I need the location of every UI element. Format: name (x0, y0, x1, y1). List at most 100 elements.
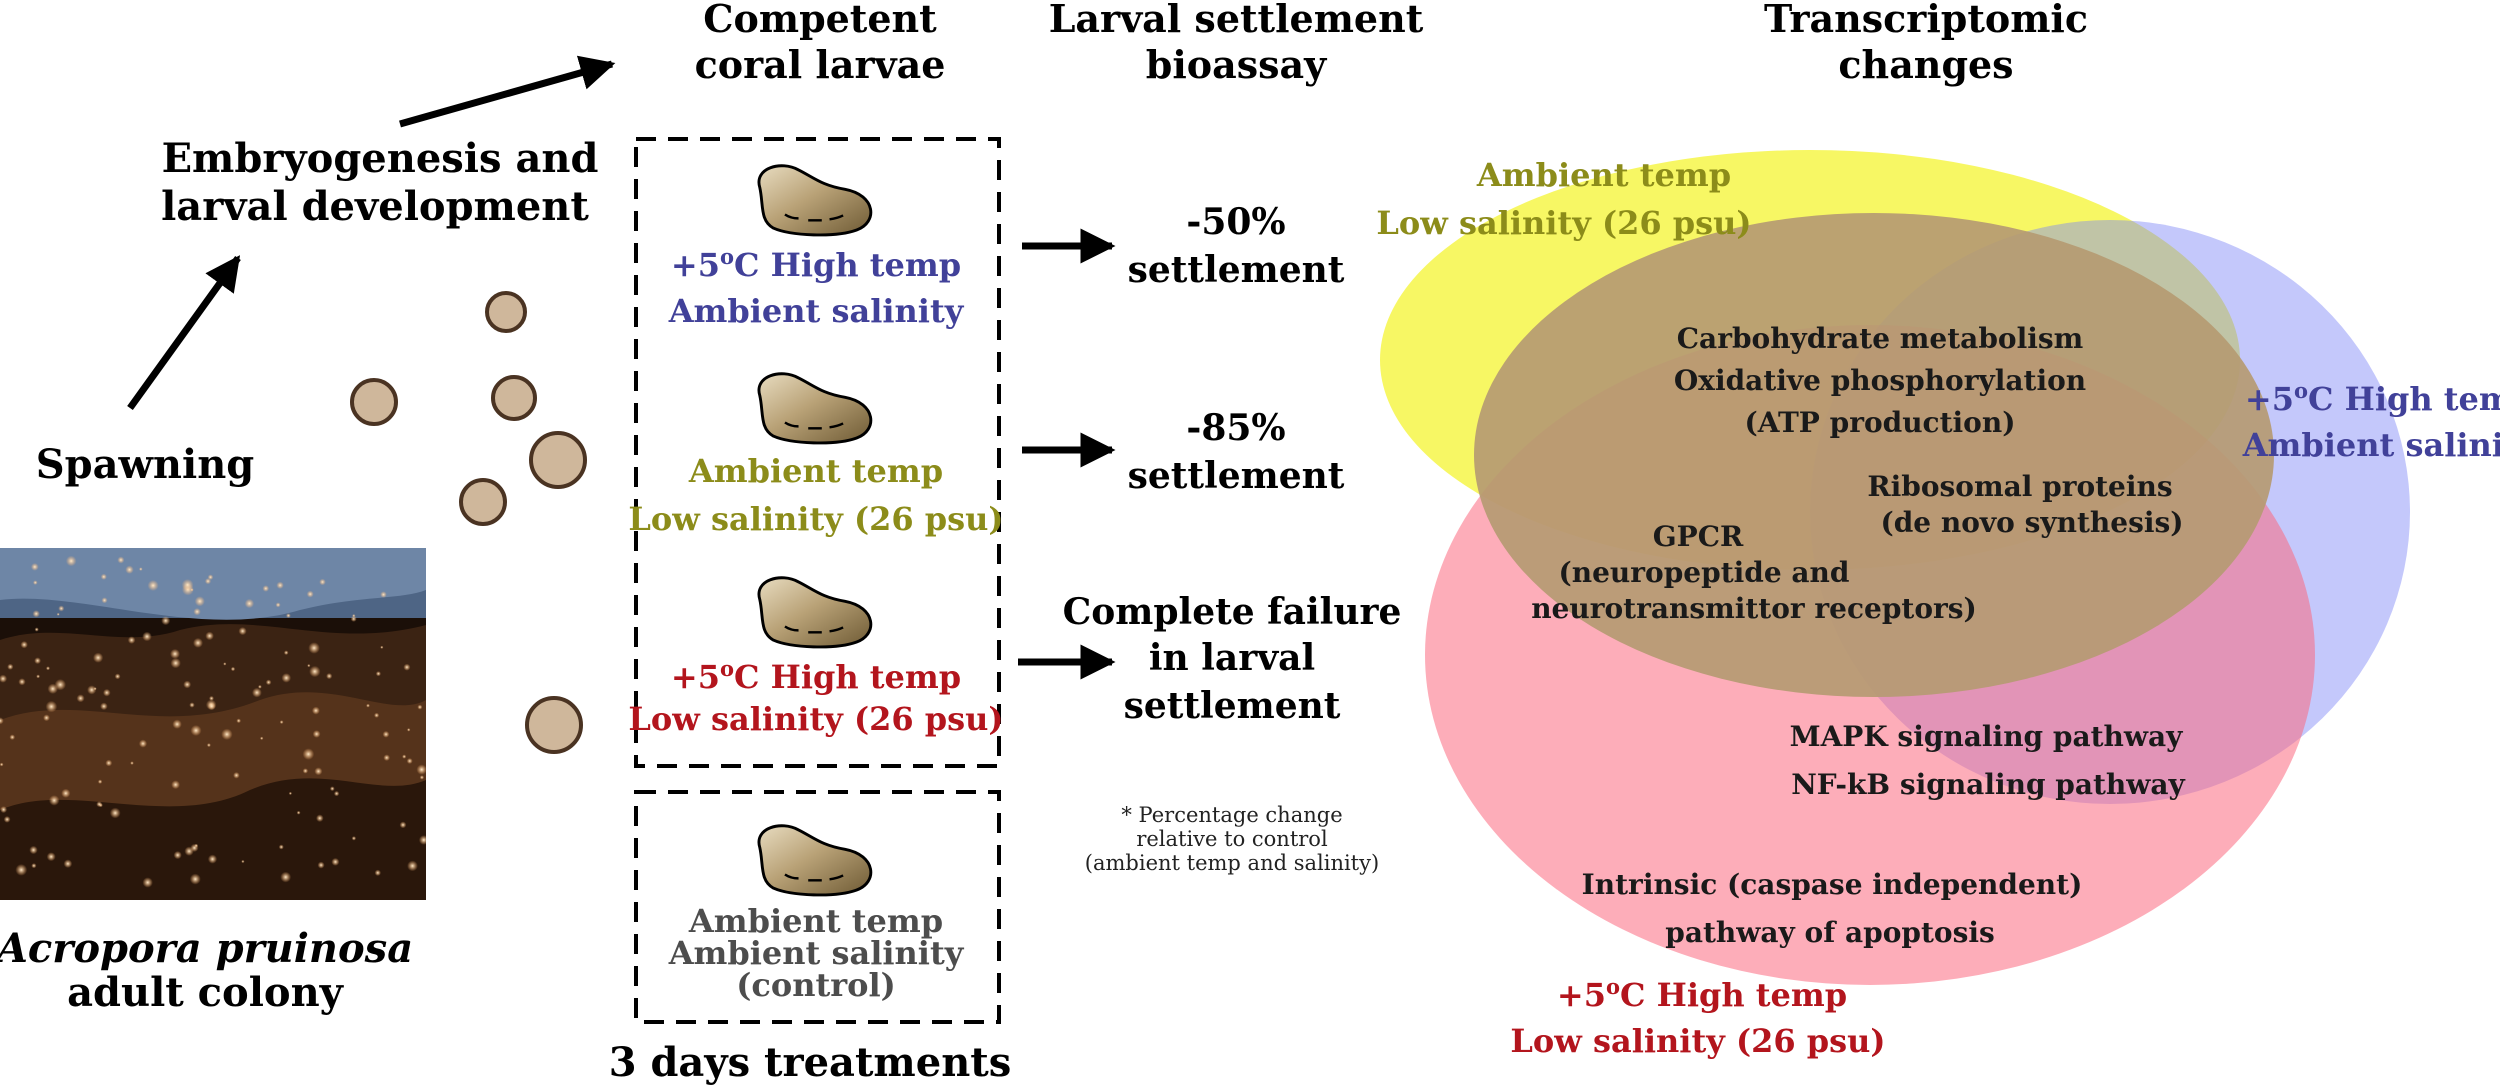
photo-sparkle (402, 754, 407, 759)
result-1-value: -50% (1186, 201, 1285, 243)
photo-sparkle (184, 846, 194, 856)
photo-sparkle (33, 580, 38, 585)
control-box (634, 790, 1001, 1024)
venn-gpcr-line2: (neuropeptide and (1559, 556, 1850, 589)
photo-sparkle (418, 835, 426, 845)
photo-sparkle (43, 714, 50, 722)
header-bioassay-2: bioassay (1146, 42, 1327, 87)
venn-center-line2: Oxidative phosphorylation (1674, 364, 2086, 397)
photo-sparkle (309, 665, 321, 678)
treatment-3-line2: Low salinity (26 psu) (628, 700, 1003, 738)
photo-sparkle (172, 719, 182, 729)
photo-sparkle (286, 613, 291, 618)
photo-sparkle (275, 602, 281, 608)
result-3-line2: in larval (1149, 637, 1315, 679)
venn-blue-label-1: +5oC High temp (2245, 378, 2500, 418)
photo-sparkle (311, 706, 320, 715)
note-line2: relative to control (1136, 827, 1328, 851)
control-label: Ambient temp Ambient salinity (control) (668, 902, 965, 1004)
photo-sparkle (189, 702, 195, 708)
photo-sparkle (29, 845, 38, 855)
control-line3: (control) (736, 966, 896, 1004)
photo-sparkle (65, 555, 77, 567)
photo-sparkle (230, 666, 236, 672)
treatment-3-label: +5oC High temp Low salinity (26 psu) (628, 656, 1003, 738)
venn-red-label-2: Low salinity (26 psu) (1510, 1022, 1885, 1060)
photo-sparkle (265, 679, 272, 686)
photo-sparkle (142, 877, 153, 888)
photo-sparkle (382, 730, 390, 738)
photo-sparkle (278, 844, 284, 850)
egg (491, 375, 537, 421)
header-transcriptomic-2: changes (1838, 42, 2013, 87)
photo-sparkle (34, 657, 41, 665)
treatment-box (634, 137, 1001, 768)
photo-sparkle (58, 605, 65, 612)
photo-sparkle (380, 645, 384, 649)
photo-sparkle (103, 688, 111, 697)
photo-sparkle (194, 843, 199, 848)
photo-sparkle (351, 836, 357, 841)
photo-sparkle (262, 585, 270, 592)
venn-yellow-label-2: Low salinity (26 psu) (1376, 204, 1751, 242)
duration-label: 3 days treatments (609, 1039, 1012, 1086)
photo-sparkle (109, 807, 121, 819)
egg (485, 291, 527, 333)
larva-treatment-1 (757, 164, 873, 237)
venn-mapk: MAPK signaling pathway (1790, 720, 2184, 753)
arrow-spawning-to-embryogenesis (127, 255, 241, 411)
photo-sparkle (161, 616, 171, 626)
photo-sparkle (383, 754, 391, 761)
photo-sparkle (171, 780, 181, 790)
species-name: Acropora pruinosa (0, 925, 413, 972)
photo-sparkle (7, 663, 14, 670)
photo-sparkle (205, 631, 214, 641)
photo-sparkle (204, 578, 212, 585)
photo-sparkle (32, 610, 40, 618)
photo-sparkle (302, 748, 315, 760)
photo-sparkle (374, 869, 381, 876)
spawning-label: Spawning (36, 441, 255, 488)
note-line1: * Percentage change (1121, 803, 1342, 827)
photo-sparkle (236, 718, 241, 724)
control-line2: Ambient salinity (668, 934, 965, 972)
photo-sparkle (193, 637, 203, 648)
note-line3: (ambient temp and salinity) (1085, 851, 1379, 875)
photo-sparkle (280, 871, 292, 883)
venn-apoptosis-line2: pathway of apoptosis (1665, 916, 1995, 949)
photo-sparkle (189, 873, 201, 885)
arrow-embryogenesis-to-larvae (399, 55, 616, 128)
photo-sparkle (170, 648, 180, 659)
venn-ribosomal-line2: (de novo synthesis) (1880, 506, 2183, 539)
venn-gpcr-line1: GPCR (1653, 520, 1744, 553)
photo-sparkle (0, 717, 4, 725)
photo-sparkle (61, 788, 71, 798)
photo-sparkle (48, 795, 60, 806)
photo-sparkle (302, 768, 309, 774)
photo-sparkle (54, 679, 66, 691)
venn-gpcr-line3: neurotransmittor receptors) (1531, 592, 1977, 625)
venn-nfkb: NF-kB signaling pathway (1791, 768, 2185, 801)
larva-treatment-2 (757, 372, 873, 445)
treatment-2-label: Ambient temp Low salinity (26 psu) (628, 452, 1003, 538)
photo-sparkle (101, 597, 108, 604)
photo-sparkle (183, 680, 192, 689)
header-larvae-2: coral larvae (695, 42, 946, 87)
photo-sparkle (281, 673, 292, 683)
header-larvae-1: Competent (703, 0, 937, 41)
photo-sparkle (0, 762, 4, 767)
egg (459, 478, 507, 526)
photo-sparkle (127, 636, 136, 644)
photo-sparkle (288, 791, 292, 796)
photo-sparkle (399, 821, 407, 829)
photo-sparkle (181, 579, 194, 591)
venn-diagram (1380, 150, 2410, 985)
photo-sparkle (233, 772, 240, 779)
photo-sparkle (312, 730, 321, 738)
venn-center-line1: Carbohydrate metabolism (1677, 322, 2083, 355)
egg (529, 431, 587, 489)
photo-sparkle (34, 627, 39, 632)
photo-sparkle (407, 860, 418, 872)
photo-sparkle (97, 779, 103, 784)
result-3-line3: settlement (1124, 685, 1341, 727)
